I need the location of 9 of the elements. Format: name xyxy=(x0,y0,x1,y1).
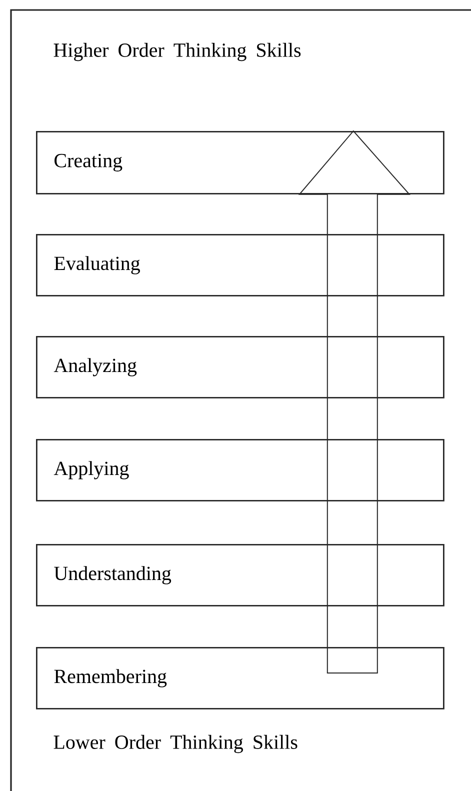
level-box: Analyzing xyxy=(36,336,444,398)
level-box: Applying xyxy=(36,439,444,502)
level-box: Understanding xyxy=(36,544,444,606)
level-box: Evaluating xyxy=(36,234,444,296)
level-box: Creating xyxy=(36,131,444,194)
heading-text: Higher Order Thinking Skills xyxy=(54,42,301,62)
hollow-arrow xyxy=(298,130,411,674)
heading-text: Lower Order Thinking Skills xyxy=(54,734,298,754)
level-box: Remembering xyxy=(36,647,444,710)
